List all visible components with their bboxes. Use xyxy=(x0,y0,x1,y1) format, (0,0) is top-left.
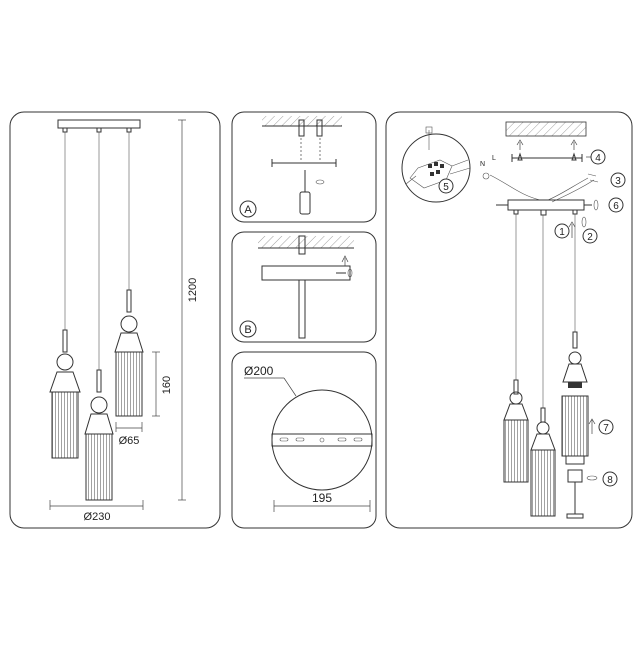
step-2-label: 2 xyxy=(587,232,593,243)
wire-n-label: N xyxy=(480,161,485,168)
plate-diameter-label: Ø200 xyxy=(244,364,274,378)
panel-assembly: 5 N L 4 3 6 1 2 xyxy=(385,111,633,529)
canopy-diameter-label: Ø230 xyxy=(84,511,111,523)
step-8-label: 8 xyxy=(607,475,613,486)
step-4-label: 4 xyxy=(595,153,601,164)
shade-height-label: 160 xyxy=(161,376,173,394)
wire-l-label: L xyxy=(492,155,496,162)
panel-a-label: A xyxy=(244,204,252,216)
assembly-pendant-middle xyxy=(530,407,556,517)
panel-plate: Ø200 195 xyxy=(231,351,377,529)
panel-a-badge xyxy=(239,200,257,218)
panel-b-badge xyxy=(239,320,257,338)
step-6-label: 6 xyxy=(613,201,619,212)
assembly-pendant-right-exploded xyxy=(561,331,589,519)
pendant-left xyxy=(49,329,81,459)
shade-diameter-label: Ø65 xyxy=(119,435,140,447)
step-7-label: 7 xyxy=(603,423,609,434)
step-3-label: 3 xyxy=(615,176,621,187)
step-5-label: 5 xyxy=(443,182,449,193)
panel-a-frame xyxy=(231,111,377,223)
plate-spacing-label: 195 xyxy=(312,491,332,505)
panel-a: A xyxy=(231,111,377,223)
panel-b-frame xyxy=(231,231,377,343)
pendant-middle xyxy=(84,369,114,501)
height-total-label: 1200 xyxy=(187,278,199,302)
overview-frame xyxy=(9,111,221,529)
step-1-label: 1 xyxy=(559,227,565,238)
assembly-pendant-left xyxy=(503,379,529,483)
panel-overview: 1200 160 Ø65 Ø230 xyxy=(9,111,221,529)
panel-b-label: B xyxy=(244,324,251,336)
pendant-right xyxy=(114,289,144,417)
panel-b: B xyxy=(231,231,377,343)
